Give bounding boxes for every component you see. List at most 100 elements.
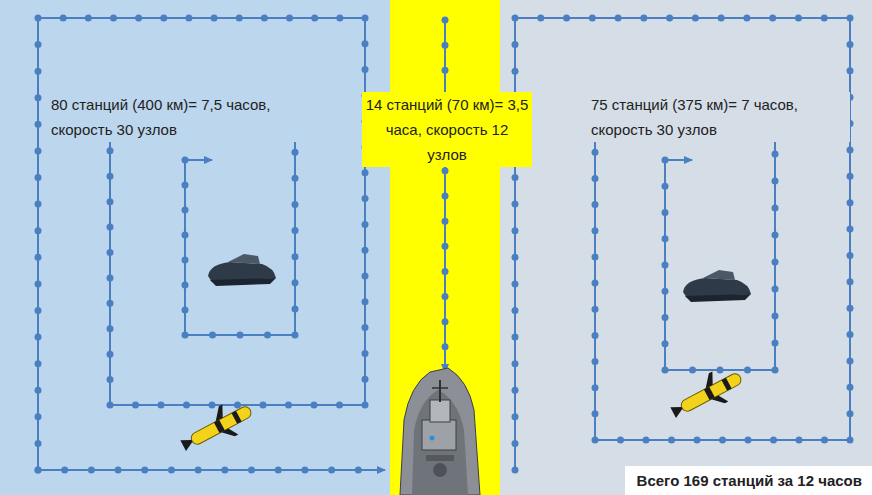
station-dot — [689, 367, 696, 374]
station-dot — [182, 182, 189, 189]
right-band-fill — [500, 0, 872, 495]
station-dot — [640, 15, 647, 22]
route-line — [515, 18, 850, 470]
station-dot — [107, 173, 114, 180]
station-dot — [662, 183, 669, 190]
station-dot — [285, 402, 292, 409]
station-dot — [135, 15, 142, 22]
station-dot — [211, 15, 218, 22]
station-dot — [770, 437, 777, 444]
station-dot — [592, 227, 599, 234]
station-dot — [336, 15, 343, 22]
station-dot — [107, 274, 114, 281]
station-dot — [592, 175, 599, 182]
band-caption: 80 станций (400 км)= 7,5 часов, скорость… — [48, 92, 318, 142]
station-dot — [362, 15, 369, 22]
boat-icon — [683, 270, 751, 302]
station-dot — [209, 402, 216, 409]
station-dot — [292, 279, 299, 286]
station-dot — [769, 15, 776, 22]
station-dot — [847, 252, 854, 259]
station-dot — [35, 227, 42, 234]
station-dot — [107, 249, 114, 256]
station-dot — [35, 360, 42, 367]
station-dot — [847, 357, 854, 364]
station-dot — [772, 232, 779, 239]
station-dot — [745, 437, 752, 444]
station-dot — [662, 157, 669, 164]
station-dot — [107, 147, 114, 154]
station-dot — [88, 467, 95, 474]
station-dot — [336, 402, 343, 409]
station-dot — [662, 367, 669, 374]
station-dot — [35, 147, 42, 154]
middle-band-fill — [390, 0, 500, 495]
station-dot — [592, 332, 599, 339]
station-dot — [292, 201, 299, 208]
station-dot — [237, 332, 244, 339]
station-dot — [362, 247, 369, 254]
station-dot — [107, 351, 114, 358]
station-dot — [796, 437, 803, 444]
station-dot — [847, 173, 854, 180]
station-dot — [847, 41, 854, 48]
station-dot — [286, 15, 293, 22]
station-dot — [141, 467, 148, 474]
station-dot — [362, 273, 369, 280]
station-dot — [772, 340, 779, 347]
station-dot — [512, 334, 519, 341]
station-dot — [643, 437, 650, 444]
station-dot — [847, 305, 854, 312]
station-dot — [592, 410, 599, 417]
station-dot — [662, 209, 669, 216]
station-dot — [692, 15, 699, 22]
station-dot — [107, 402, 114, 409]
station-dot — [662, 235, 669, 242]
station-dot — [442, 67, 449, 74]
station-dot — [168, 467, 175, 474]
station-dot — [61, 467, 68, 474]
glider-icon — [665, 361, 748, 427]
station-dot — [182, 232, 189, 239]
station-dot — [35, 121, 42, 128]
station-dot — [847, 278, 854, 285]
station-dot — [617, 437, 624, 444]
station-dot — [292, 305, 299, 312]
station-dot — [442, 243, 449, 250]
station-dot — [35, 68, 42, 75]
band-caption: 75 станций (375 км)= 7 часов, скорость 3… — [588, 92, 850, 142]
station-dot — [537, 15, 544, 22]
station-dot — [592, 437, 599, 444]
station-dot — [158, 402, 165, 409]
station-dot — [110, 15, 117, 22]
station-dot — [668, 437, 675, 444]
left-survey-band: 80 станций (400 км)= 7,5 часов, скорость… — [0, 0, 390, 495]
station-dot — [35, 280, 42, 287]
station-dot — [442, 193, 449, 200]
middle-survey-band: 14 станций (70 км)= 3,5 часа, скорость 1… — [390, 0, 500, 495]
station-dot — [292, 227, 299, 234]
station-dot — [362, 169, 369, 176]
station-dot — [512, 201, 519, 208]
station-dot — [442, 167, 449, 174]
station-dot — [328, 467, 335, 474]
route-line — [38, 18, 365, 470]
station-dot — [615, 15, 622, 22]
station-dot — [183, 402, 190, 409]
station-dot — [662, 262, 669, 269]
station-dot — [35, 334, 42, 341]
station-dot — [847, 15, 854, 22]
station-dot — [236, 15, 243, 22]
station-dot — [85, 15, 92, 22]
station-dot — [512, 307, 519, 314]
station-dot — [182, 332, 189, 339]
station-dot — [362, 66, 369, 73]
station-dot — [847, 384, 854, 391]
station-dot — [209, 332, 216, 339]
station-dot — [847, 146, 854, 153]
station-dot — [772, 151, 779, 158]
station-dot — [362, 350, 369, 357]
station-dot — [717, 367, 724, 374]
station-dot — [115, 467, 122, 474]
station-dot — [311, 15, 318, 22]
